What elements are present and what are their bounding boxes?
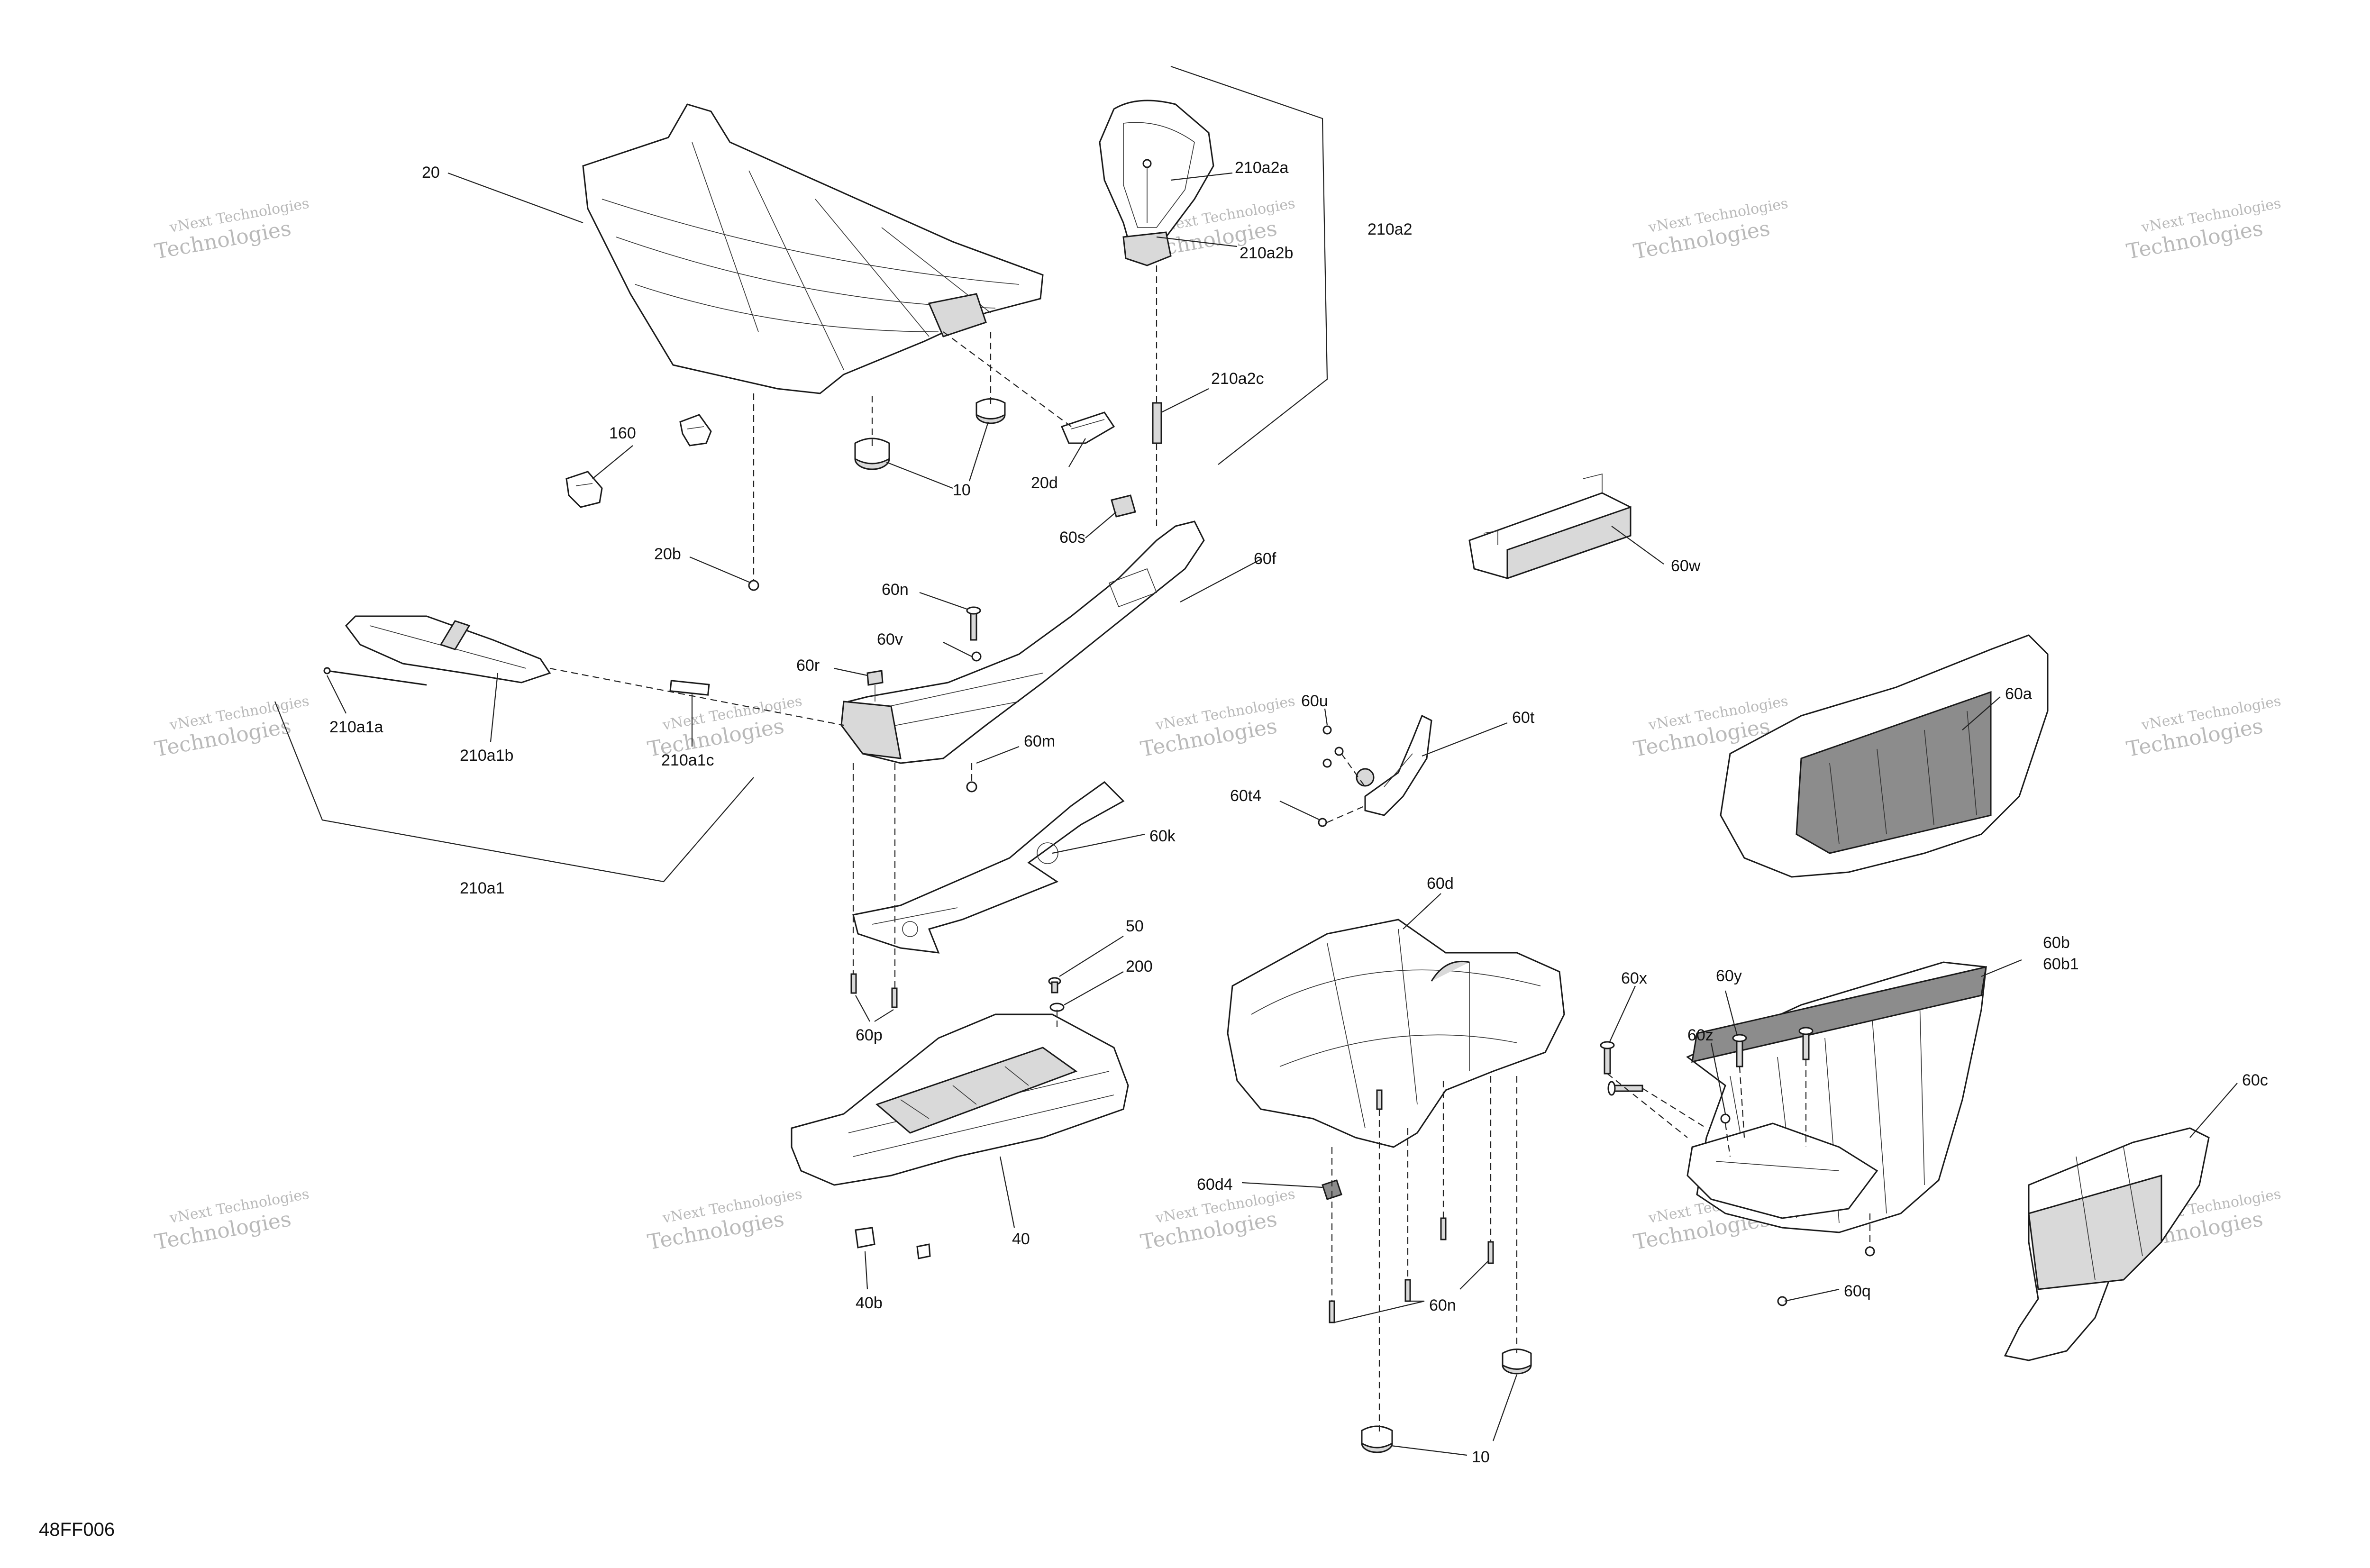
part-60n-bolt-top — [966, 606, 981, 641]
callout-60d4: 60d4 — [1197, 1176, 1233, 1194]
watermark: vNext Technologies Technologies — [646, 1186, 803, 1255]
part-60b-bracket — [1686, 1122, 1878, 1219]
watermark: vNext Technologies Technologies — [153, 1186, 310, 1255]
watermark: vNext Technologies Technologies — [153, 693, 310, 762]
part-40b-foot — [855, 1227, 875, 1249]
part-210a1a-pin — [323, 667, 427, 686]
callout-210a1b: 210a1b — [460, 747, 513, 765]
part-60w-pad — [1468, 473, 1632, 580]
callout-20d: 20d — [1031, 474, 1058, 492]
callout-60n: 60n — [882, 581, 909, 599]
callout-60m: 60m — [1024, 732, 1055, 750]
callout-10: 10 — [953, 481, 971, 499]
callout-60b1: 60b1 — [2043, 955, 2079, 973]
assembly-lines — [549, 265, 1871, 1431]
callout-60a: 60a — [2005, 685, 2032, 703]
callout-40: 40 — [1012, 1230, 1030, 1248]
part-60s-clip — [1111, 494, 1136, 518]
part-60u-screws — [1322, 725, 1344, 768]
group-bracket-210a2 — [1170, 65, 1328, 465]
callout-60f: 60f — [1254, 550, 1276, 568]
callout-60d: 60d — [1427, 875, 1454, 893]
watermark: vNext Technologies Technologies — [2124, 195, 2282, 264]
watermark: vNext Technologies Technologies — [2124, 693, 2282, 762]
part-40-base-tray — [791, 1013, 1129, 1186]
part-20d-latch — [1060, 411, 1115, 444]
part-60v-washer — [971, 651, 982, 662]
callout-210a1: 210a1 — [460, 879, 505, 897]
part-60r-rivet — [866, 670, 884, 702]
part-60x-bolt — [1600, 1041, 1615, 1075]
callout-20: 20 — [422, 164, 440, 182]
callout-210a2: 210a2 — [1367, 220, 1413, 238]
watermark: vNext Technologies Technologies — [1139, 693, 1296, 762]
callout-60v: 60v — [877, 630, 903, 648]
part-60t-bracket — [1356, 714, 1432, 816]
part-210a1c-bushing — [669, 680, 710, 696]
part-210a2c-post — [1152, 402, 1162, 444]
callout-60c: 60c — [2242, 1071, 2268, 1089]
part-50-bolt — [1048, 977, 1061, 994]
part-60c-side-cover — [2004, 1127, 2210, 1361]
callout-200: 200 — [1126, 957, 1153, 975]
callout-60z: 60z — [1687, 1026, 1714, 1044]
part-40b-foot — [916, 1243, 931, 1259]
part-60y-bolt — [1798, 1027, 1814, 1060]
watermark: vNext Technologies Technologies — [1632, 195, 1789, 264]
callout-60x: 60x — [1621, 969, 1647, 987]
part-60z-screw — [1720, 1113, 1731, 1124]
callout-160: 160 — [609, 424, 636, 442]
part-60t4-screw — [1318, 818, 1327, 827]
part-10-bumper — [1361, 1425, 1393, 1453]
part-20-seat-cushion — [582, 103, 1044, 394]
part-60k-plate — [852, 781, 1125, 954]
callout-210a1c: 210a1c — [661, 751, 714, 769]
callout-40b: 40b — [856, 1294, 883, 1312]
part-60y-bolt — [1732, 1034, 1747, 1067]
callout-60r: 60r — [796, 656, 820, 675]
callout-60q: 60q — [1844, 1282, 1871, 1300]
callout-20b: 20b — [654, 545, 681, 563]
part-160-clip — [565, 471, 603, 508]
leader-lines — [327, 172, 2238, 1456]
callout-60t: 60t — [1512, 709, 1535, 727]
callout-60b: 60b — [2043, 934, 2070, 952]
callout-210a2a: 210a2a — [1235, 159, 1289, 177]
part-10-bumper — [1502, 1349, 1532, 1375]
part-160-clip — [679, 414, 712, 447]
figure-code: 48FF006 — [39, 1519, 115, 1540]
callout-60k: 60k — [1149, 827, 1176, 845]
part-60a-backrest — [1720, 634, 2049, 878]
callout-50: 50 — [1126, 917, 1144, 935]
part-10-bumper — [854, 438, 890, 470]
part-60m-screw — [966, 781, 977, 793]
callout-60y: 60y — [1716, 967, 1742, 985]
callout-60p: 60p — [856, 1026, 883, 1044]
callout-10-bottom: 10 — [1472, 1448, 1490, 1466]
callout-210a1a: 210a1a — [329, 718, 383, 736]
callout-210a2c: 210a2c — [1211, 370, 1264, 388]
watermark: vNext Technologies Technologies — [153, 195, 310, 264]
group-bracket-210a1 — [274, 701, 754, 883]
callout-labels: 20 160 10 20d 20b 210a2a 210a2b 210a2 21… — [329, 159, 2268, 1466]
part-10-bumper — [975, 398, 1006, 424]
watermark: vNext Technologies Technologies — [1139, 1186, 1296, 1255]
callout-60n-bottom: 60n — [1429, 1296, 1456, 1314]
callout-60s: 60s — [1059, 529, 1085, 547]
part-210a1b-handle — [345, 615, 551, 684]
callout-210a2b: 210a2b — [1240, 244, 1293, 262]
part-60f-seat-frame — [840, 520, 1205, 764]
callout-60w: 60w — [1671, 557, 1701, 575]
callout-60u: 60u — [1301, 692, 1328, 710]
callout-60t4: 60t4 — [1230, 787, 1261, 805]
part-60d-front-seat — [1227, 919, 1565, 1148]
part-210a2-backrest — [1099, 100, 1214, 266]
part-60p-bolts — [850, 973, 898, 1008]
